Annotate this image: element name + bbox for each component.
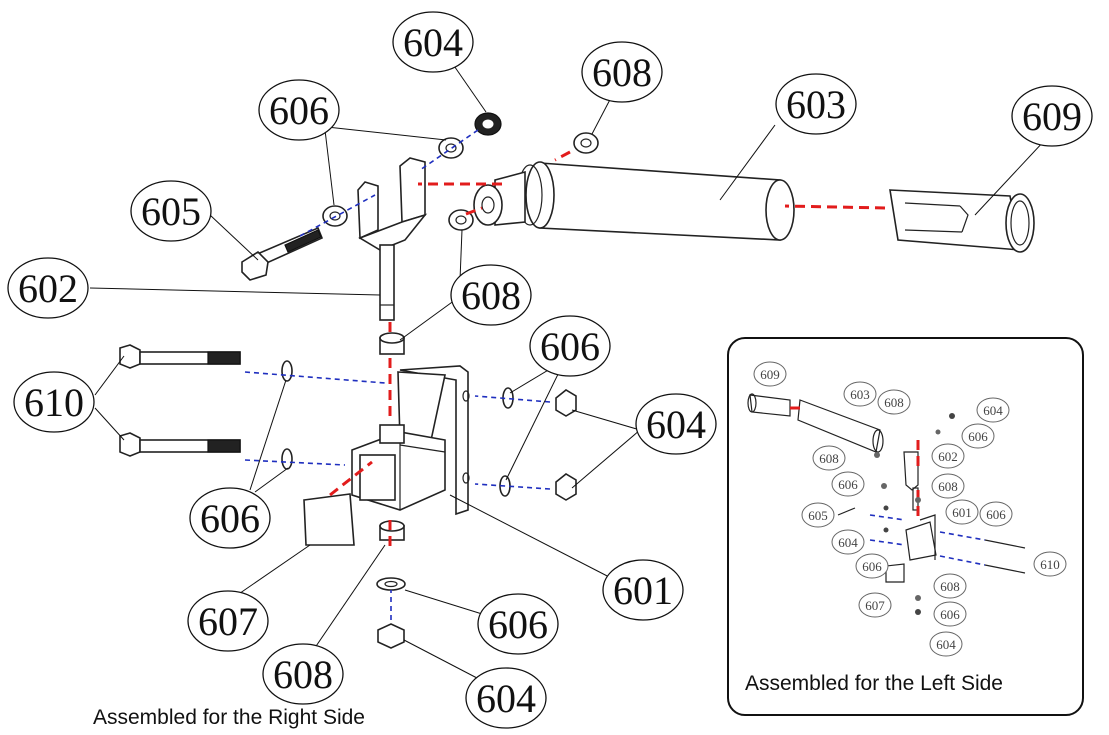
svg-text:608: 608	[273, 652, 333, 697]
callout-606-top: 606	[258, 79, 340, 141]
caption-right-side: Assembled for the Right Side	[93, 706, 365, 729]
blue-hardware-arrows	[244, 129, 551, 620]
inset-drawing	[747, 393, 1026, 615]
svg-text:608: 608	[592, 50, 652, 95]
svg-text:605: 605	[141, 189, 201, 234]
svg-text:605: 605	[808, 508, 828, 523]
inset-callout-601: 601	[945, 499, 979, 525]
callout-604-bottom: 604	[465, 667, 547, 729]
svg-text:606: 606	[986, 507, 1006, 522]
inset-callouts: 609 603 608 604 606 608 602 606 608 605 …	[753, 361, 1067, 657]
svg-text:606: 606	[838, 477, 858, 492]
part-604-nut-top	[474, 112, 502, 136]
svg-text:610: 610	[1040, 557, 1060, 572]
part-608-bushing-mid	[379, 332, 405, 355]
callout-606-left: 606	[189, 487, 271, 549]
callout-605: 605	[130, 180, 212, 242]
inset-callout-606-b: 606	[831, 471, 865, 497]
callout-608-bottom: 608	[262, 643, 344, 705]
svg-text:606: 606	[488, 602, 548, 647]
inset-callout-603: 603	[843, 381, 877, 407]
inset-callout-606-c: 606	[979, 501, 1013, 527]
callout-604-right: 604	[635, 393, 717, 455]
svg-text:604: 604	[646, 402, 706, 447]
part-606-washer-left-upper	[281, 360, 293, 382]
callout-609: 609	[1011, 85, 1093, 147]
svg-text:606: 606	[200, 496, 260, 541]
part-604-nut-right-upper	[555, 389, 577, 417]
svg-text:604: 604	[838, 535, 858, 550]
inset-callout-608-c: 608	[931, 473, 965, 499]
svg-text:604: 604	[983, 403, 1003, 418]
svg-text:608: 608	[940, 579, 960, 594]
svg-text:603: 603	[850, 387, 870, 402]
part-604-nut-right-lower	[555, 473, 577, 501]
svg-text:601: 601	[613, 568, 673, 613]
part-604-nut-bottom	[377, 623, 405, 649]
callout-608-mid: 608	[450, 264, 532, 326]
svg-text:606: 606	[940, 607, 960, 622]
part-608-bushing-low	[379, 520, 405, 541]
inset-callout-606-a: 606	[961, 423, 995, 449]
svg-text:609: 609	[1022, 94, 1082, 139]
callout-608-top: 608	[581, 41, 663, 103]
part-607-pad	[303, 493, 355, 546]
inset-callout-607: 607	[858, 592, 892, 618]
inset-callout-606-e: 606	[933, 601, 967, 627]
callout-607: 607	[187, 590, 269, 652]
svg-text:608: 608	[884, 395, 904, 410]
callout-602: 602	[7, 257, 89, 319]
left-side-inset-frame	[727, 337, 1084, 716]
inset-callout-604-a: 604	[976, 397, 1010, 423]
callout-606-right: 606	[529, 315, 611, 377]
svg-text:610: 610	[24, 380, 84, 425]
part-602-fork	[357, 157, 428, 321]
inset-callout-606-d: 606	[855, 553, 889, 579]
svg-text:606: 606	[269, 88, 329, 133]
part-610-bolt-lower	[119, 432, 241, 457]
svg-text:608: 608	[461, 273, 521, 318]
svg-text:602: 602	[938, 449, 958, 464]
inset-callout-608-a: 608	[877, 389, 911, 415]
part-608-bushing-top	[573, 132, 599, 154]
caption-left-side: Assembled for the Left Side	[745, 672, 1003, 695]
svg-text:607: 607	[198, 599, 258, 644]
svg-text:606: 606	[862, 559, 882, 574]
svg-text:601: 601	[952, 505, 972, 520]
callout-603: 603	[775, 73, 857, 135]
part-605-bolt	[241, 226, 324, 281]
inset-callout-608-b: 608	[812, 445, 846, 471]
red-assembly-arrows	[329, 150, 886, 546]
svg-text:609: 609	[760, 367, 780, 382]
inset-callout-609: 609	[753, 361, 787, 387]
part-606-washer-bottom	[376, 577, 406, 591]
svg-text:606: 606	[540, 324, 600, 369]
svg-text:604: 604	[403, 20, 463, 65]
part-601-bracket	[351, 365, 470, 516]
svg-text:608: 608	[819, 451, 839, 466]
inset-callout-605: 605	[801, 502, 835, 528]
callout-601: 601	[602, 559, 684, 621]
part-606-washer-left-lower	[281, 448, 293, 470]
part-609-sleeve	[889, 189, 1035, 253]
svg-text:608: 608	[938, 479, 958, 494]
callout-604-top: 604	[392, 11, 474, 73]
part-603-tube	[473, 161, 795, 241]
svg-text:602: 602	[18, 266, 78, 311]
inset-callout-608-d: 608	[933, 573, 967, 599]
svg-text:607: 607	[865, 598, 885, 613]
inset-callout-610: 610	[1033, 551, 1067, 577]
inset-callout-602: 602	[931, 443, 965, 469]
inset-callout-604-b: 604	[831, 529, 865, 555]
part-606-washer-top-right	[438, 137, 464, 159]
svg-text:603: 603	[786, 82, 846, 127]
inset-callout-604-c: 604	[929, 631, 963, 657]
svg-text:604: 604	[936, 637, 956, 652]
svg-text:606: 606	[968, 429, 988, 444]
callout-606-bottom: 606	[477, 593, 559, 655]
svg-text:604: 604	[476, 676, 536, 721]
callout-610: 610	[13, 371, 95, 433]
part-610-bolt-upper	[119, 344, 241, 369]
